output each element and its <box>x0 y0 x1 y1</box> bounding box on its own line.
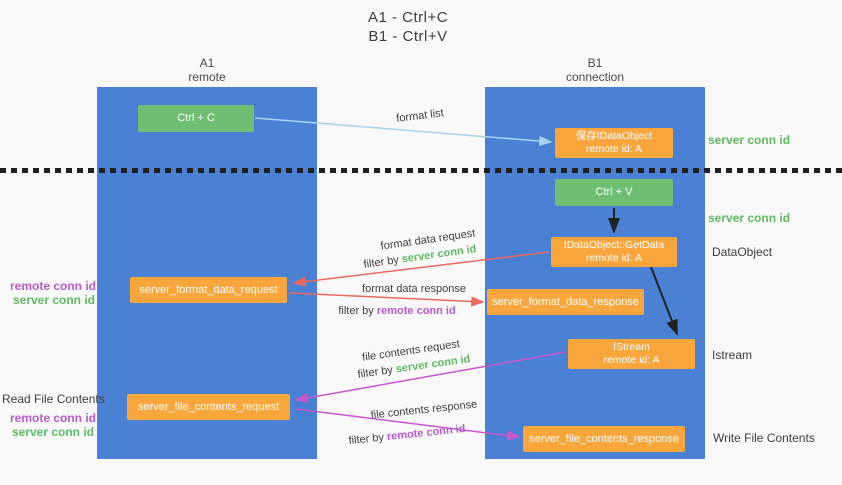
node-save-idataobject-line1: 保存IDataObject <box>575 130 653 142</box>
node-server-format-data-request: server_format_data_request <box>130 277 287 303</box>
label-conn-ids-left-1: remote conn id server conn id <box>10 279 97 307</box>
label-filter-by-remote-1: filter by remote conn id <box>338 305 455 317</box>
remote-conn-id-text: remote conn id <box>386 422 466 444</box>
label-filter-by-remote-2: filter by remote conn id <box>348 423 466 447</box>
node-server-file-contents-request: server_file_contents_request <box>127 394 290 420</box>
node-ctrl-v-label: Ctrl + V <box>595 186 633 198</box>
filter-by-text: filter by <box>348 431 388 448</box>
node-server-format-data-response: server_format_data_response <box>487 289 644 315</box>
label-server-conn-id-left-1: server conn id <box>12 293 95 307</box>
node-server-file-contents-request-label: server_file_contents_request <box>137 400 280 413</box>
label-server-conn-id-right-2: server conn id <box>708 211 791 225</box>
node-server-format-data-response-label: server_format_data_response <box>492 295 639 308</box>
lifeline-b1-name: B1 <box>587 56 603 70</box>
node-save-idataobject-line2: remote id: A <box>585 143 643 155</box>
filter-by-text: filter by <box>356 363 397 381</box>
node-idataobject-getdata-line2: remote id: A <box>585 252 643 264</box>
node-istream-line2: remote id: A <box>603 354 660 366</box>
label-format-data-response: format data response <box>362 283 466 295</box>
node-ctrl-v: Ctrl + V <box>555 179 673 206</box>
lifeline-b1-role: connection <box>565 70 625 84</box>
label-file-contents-response: file contents response <box>370 398 478 422</box>
label-remote-conn-id-left-2: remote conn id <box>10 411 97 425</box>
label-server-conn-id-right-1: server conn id <box>708 133 791 147</box>
node-idataobject-getdata-line1: IDataObject::GetData <box>563 239 665 251</box>
title-line-2: B1 - Ctrl+V <box>368 28 448 45</box>
node-server-format-data-request-label: server_format_data_request <box>139 283 278 296</box>
title-line-1: A1 - Ctrl+C <box>367 9 449 26</box>
node-server-file-contents-response-label: server_file_contents_response <box>529 432 679 445</box>
label-istream: Istream <box>712 348 753 362</box>
node-istream-line1: IStream <box>613 341 650 353</box>
node-ctrl-c-label: Ctrl + C <box>177 112 215 124</box>
copy-paste-divider-line <box>0 168 842 173</box>
label-format-list: format list <box>395 107 445 125</box>
node-istream: IStream remote id: A <box>568 339 695 369</box>
label-write-file-contents: Write File Contents <box>713 431 815 445</box>
label-read-file-contents: Read File Contents <box>2 392 105 406</box>
lifeline-a1-name: A1 <box>199 56 215 70</box>
lifeline-a1-header: A1 remote <box>147 56 267 84</box>
diagram-title: A1 - Ctrl+C B1 - Ctrl+V <box>323 8 493 46</box>
remote-conn-id-text: remote conn id <box>376 305 456 317</box>
node-server-file-contents-response: server_file_contents_response <box>523 426 685 452</box>
node-ctrl-c: Ctrl + C <box>138 105 254 132</box>
filter-by-text: filter by <box>362 253 403 271</box>
label-remote-conn-id-left-1: remote conn id <box>10 279 97 293</box>
label-dataobject: DataObject <box>712 245 773 259</box>
node-save-idataobject: 保存IDataObject remote id: A <box>555 128 673 158</box>
lifeline-a1-role: remote <box>188 70 226 84</box>
lifeline-b1-header: B1 connection <box>535 56 655 84</box>
node-idataobject-getdata: IDataObject::GetData remote id: A <box>551 237 677 267</box>
filter-by-text: filter by <box>338 305 377 317</box>
label-conn-ids-left-2: remote conn id server conn id <box>10 411 97 439</box>
label-server-conn-id-left-2: server conn id <box>11 425 94 439</box>
